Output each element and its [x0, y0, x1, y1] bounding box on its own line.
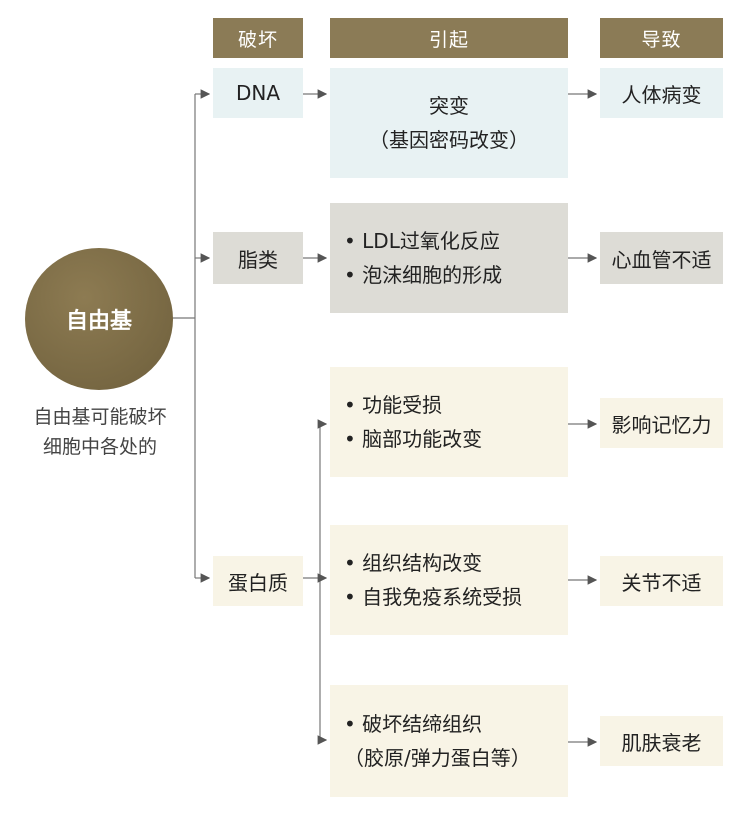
effect-protein-3-line-2: （胶原/弹力蛋白等）	[344, 746, 531, 770]
target-dna: DNA	[213, 68, 303, 118]
caption-line-2: 细胞中各处的	[42, 436, 157, 458]
effect-lipid: LDL过氧化反应 泡沫细胞的形成	[330, 203, 568, 313]
center-caption: 自由基可能破坏 细胞中各处的	[10, 402, 190, 462]
target-protein: 蛋白质	[213, 556, 303, 606]
effect-protein-1-item-2: 脑部功能改变	[344, 422, 482, 456]
effect-dna-line-2: （基因密码改变）	[369, 128, 529, 152]
effect-protein-1-item-1: 功能受损	[344, 388, 442, 422]
effect-dna-line-1: 突变	[429, 94, 469, 118]
effect-lipid-item-1: LDL过氧化反应	[344, 224, 500, 258]
header-cause: 引起	[330, 18, 568, 58]
result-lipid: 心血管不适	[600, 232, 723, 284]
effect-protein-3-line-1: 破坏结缔组织	[344, 707, 482, 741]
free-radical-label: 自由基	[65, 309, 132, 334]
result-protein-1: 影响记忆力	[600, 398, 723, 448]
effect-protein-2-item-2: 自我免疫系统受损	[344, 580, 522, 614]
caption-line-1: 自由基可能破坏	[33, 406, 167, 428]
effect-protein-2-item-1: 组织结构改变	[344, 546, 482, 580]
effect-protein-2: 组织结构改变 自我免疫系统受损	[330, 525, 568, 635]
free-radical-circle: 自由基	[25, 248, 173, 390]
header-result: 导致	[600, 18, 723, 58]
header-damage: 破坏	[213, 18, 303, 58]
effect-lipid-item-2: 泡沫细胞的形成	[344, 258, 502, 292]
effect-protein-1: 功能受损 脑部功能改变	[330, 367, 568, 477]
target-lipid: 脂类	[213, 232, 303, 284]
effect-dna: 突变 （基因密码改变）	[330, 68, 568, 178]
effect-protein-3: 破坏结缔组织 （胶原/弹力蛋白等）	[330, 685, 568, 797]
result-protein-2: 关节不适	[600, 556, 723, 606]
result-protein-3: 肌肤衰老	[600, 716, 723, 766]
result-dna: 人体病变	[600, 68, 723, 118]
